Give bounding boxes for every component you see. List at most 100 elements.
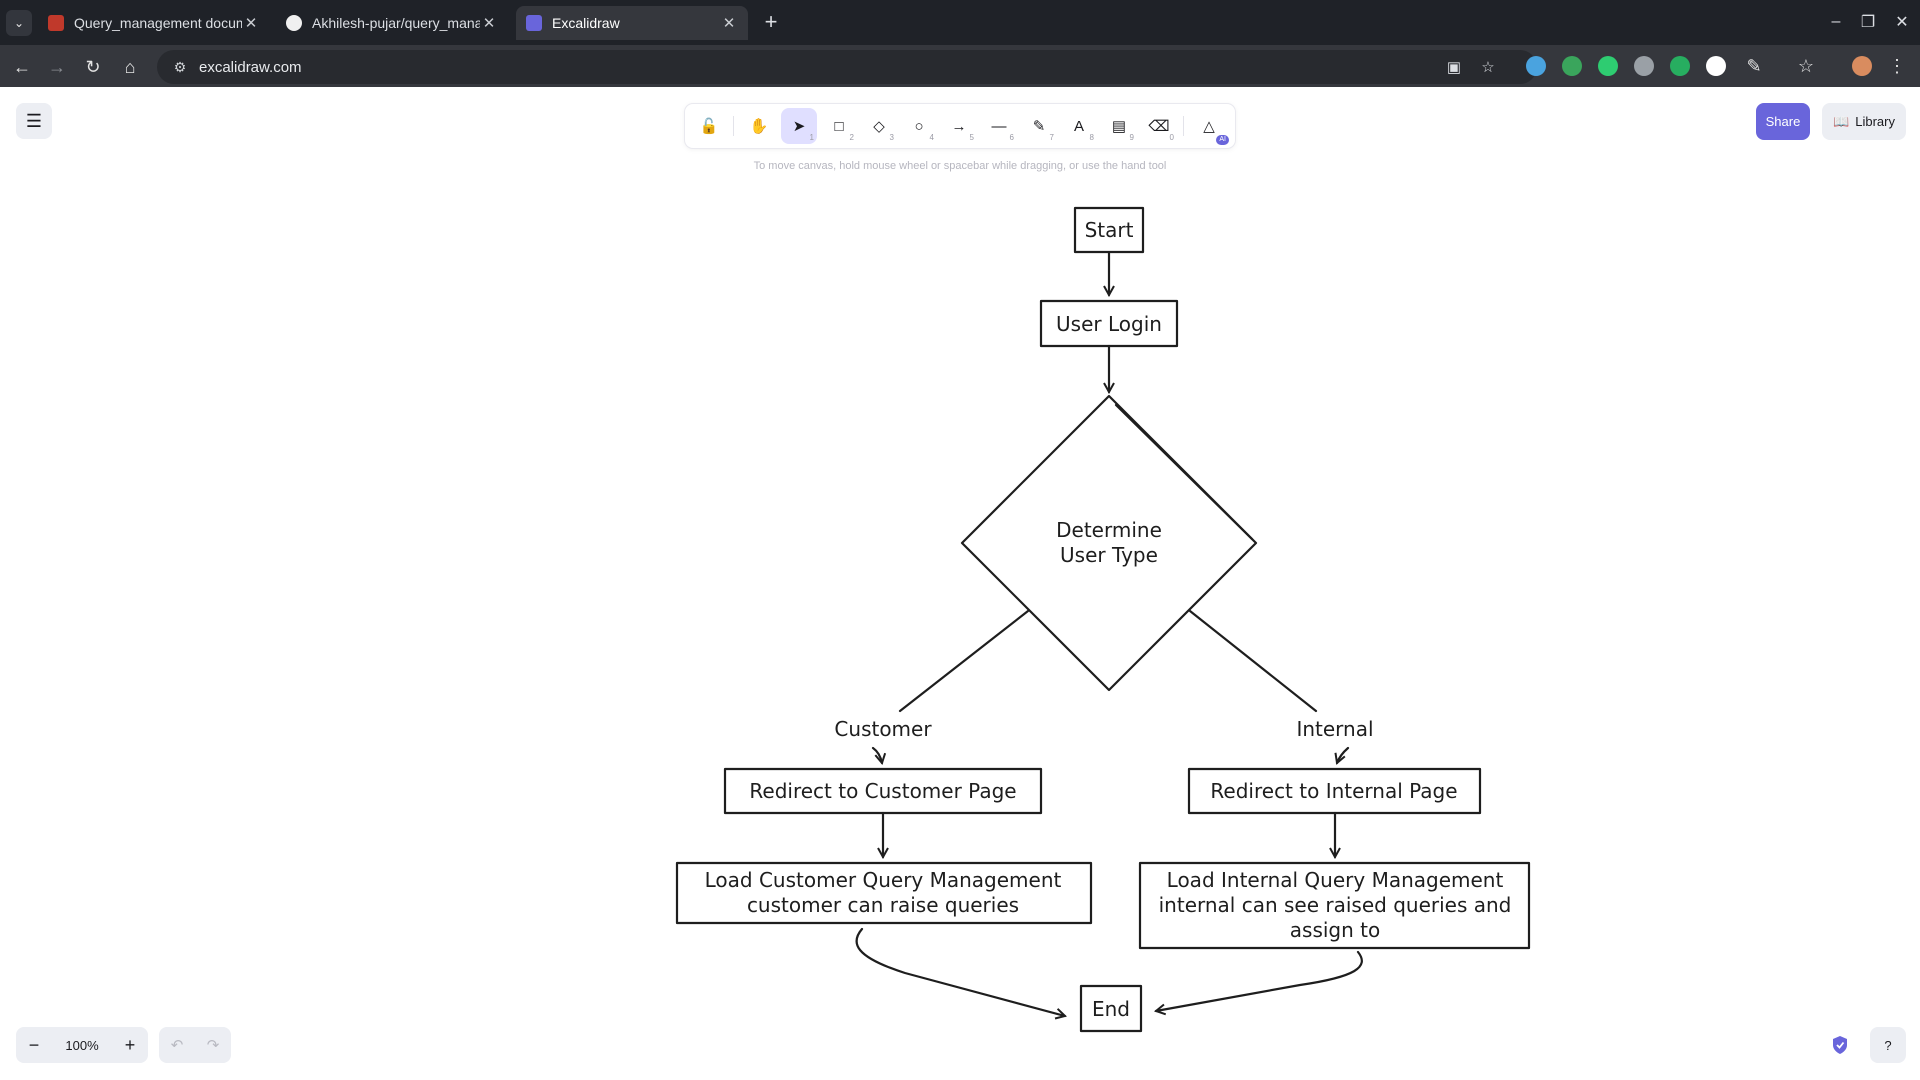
excalidraw-app: Start User Login Determine User Type Cus… [0,87,1920,1080]
tab-title: Query_management docume [74,15,242,31]
hand-tool-icon[interactable]: ✋ [749,118,769,135]
toolbar-divider [1183,116,1184,136]
privacy-extension-icon[interactable] [1634,56,1654,76]
forward-icon[interactable]: → [48,56,66,77]
toolbar-divider [733,116,734,136]
load-internal-line3: assign to [1290,918,1380,942]
redirect-internal-label: Redirect to Internal Page [1210,779,1457,803]
shortcut-key: 0 [1169,133,1174,142]
arrow-customer-redirect[interactable] [871,746,882,763]
tab-search-icon[interactable]: ⌄ [6,10,32,36]
canvas-hint: To move canvas, hold mouse wheel or spac… [753,160,1167,172]
decision-sketch-edge [1114,403,1254,541]
book-icon: 📖 [1833,113,1850,129]
selection-tool-icon[interactable]: ➤1 [781,108,817,144]
back-icon[interactable]: ← [13,56,31,77]
bookmark-star-icon[interactable]: ☆ [1481,59,1495,76]
install-app-icon[interactable]: ▣ [1446,59,1462,76]
address-bar-row: ← → ↻ ⌂ ⚙ excalidraw.com ▣ ☆ ✎ ☆ ⋮ [0,45,1920,87]
tab-query-docs[interactable]: Query_management docume ✕ [38,6,270,40]
new-tab-button[interactable]: + [764,9,778,34]
omnibox[interactable]: ⚙ excalidraw.com ▣ ☆ [157,50,1537,84]
more-tools-icon[interactable]: △AI [1191,108,1229,145]
load-customer-line2: customer can raise queries [747,893,1019,917]
branch-line-internal[interactable] [1188,609,1318,713]
excalidraw-icon [526,15,542,31]
main-menu-button[interactable]: ☰ [16,103,52,139]
drawing-canvas[interactable]: Start User Login Determine User Type Cus… [0,87,1920,1080]
restore-icon[interactable]: ❐ [1860,14,1876,31]
branch-line-customer[interactable] [898,609,1030,713]
avatar[interactable] [1852,56,1872,76]
zoom-controls: − 100% + [16,1027,148,1063]
eraser-tool-icon[interactable]: ⌫0 [1148,118,1174,142]
ai-badge: AI [1216,135,1229,145]
redirect-customer-label: Redirect to Customer Page [749,779,1016,803]
react-devtools-icon[interactable] [1526,56,1546,76]
library-label: Library [1855,114,1895,129]
extensions-puzzle-icon[interactable]: ✎ [1746,55,1762,76]
home-icon[interactable]: ⌂ [124,56,136,77]
close-icon[interactable]: ✕ [722,15,736,32]
shortcut-key: 7 [1049,133,1054,142]
rectangle-tool-icon[interactable]: □2 [834,117,854,143]
history-controls: ↶ ↷ [159,1027,231,1063]
shortcut-key: 5 [969,133,974,142]
tab-excalidraw[interactable]: Excalidraw ✕ [516,6,748,40]
close-icon[interactable]: ✕ [244,15,258,32]
zoom-out-button[interactable]: − [28,1034,40,1055]
pencil-tool-icon[interactable]: ✎7 [1032,118,1054,142]
shield-extension-icon[interactable] [1598,56,1618,76]
undo-button[interactable]: ↶ [170,1037,184,1054]
redo-button[interactable]: ↷ [206,1037,220,1054]
shortcut-key: 9 [1129,133,1134,142]
eye-extension-icon[interactable] [1670,56,1690,76]
github-icon [286,15,302,31]
start-label: Start [1085,218,1134,242]
decision-label-line1: Determine [1056,518,1162,542]
tab-title: Excalidraw [552,15,620,31]
site-info-icon[interactable]: ⚙ [173,58,187,75]
shortcut-key: 4 [929,133,934,142]
minimize-icon[interactable]: – [1831,13,1841,30]
extension-icon[interactable] [1562,56,1582,76]
close-icon[interactable]: ✕ [482,15,496,32]
arrow-internal-redirect[interactable] [1337,746,1350,763]
diamond-tool-icon[interactable]: ◇3 [873,118,894,142]
internal-branch-label: Internal [1296,717,1373,741]
arrow-tool-icon[interactable]: →5 [951,117,975,143]
encryption-shield-icon[interactable] [1826,1031,1854,1059]
shortcut-key: 2 [849,133,854,142]
share-button[interactable]: Share [1756,103,1810,140]
zoom-in-button[interactable]: + [124,1034,136,1055]
arrow-customer-end[interactable] [855,927,1065,1016]
zoom-level[interactable]: 100% [65,1037,99,1053]
decision-label-line2: User Type [1060,543,1158,567]
load-customer-node[interactable] [675,861,1093,925]
line-tool-icon[interactable]: —6 [991,117,1015,143]
lock-tool-icon[interactable]: 🔓 [699,118,719,135]
load-internal-line2: internal can see raised queries and [1159,893,1512,917]
image-tool-icon[interactable]: ▤9 [1111,118,1134,142]
close-window-icon[interactable]: ✕ [1895,14,1909,31]
load-internal-node[interactable] [1138,861,1531,950]
browser-tab-bar: ⌄ Query_management docume ✕ Akhilesh-puj… [0,0,1920,45]
load-internal-line1: Load Internal Query Management [1167,868,1504,892]
login-label: User Login [1056,312,1162,336]
end-node[interactable] [1079,984,1143,1033]
help-button[interactable]: ? [1870,1027,1906,1063]
load-customer-line1: Load Customer Query Management [705,868,1062,892]
bookmarks-icon[interactable]: ☆ [1797,55,1815,76]
chrome-menu-icon[interactable]: ⋮ [1888,55,1906,76]
arrow-internal-end[interactable] [1156,950,1363,1011]
reload-icon[interactable]: ↻ [85,56,101,77]
library-button[interactable]: 📖 Library [1822,103,1906,140]
tab-github[interactable]: Akhilesh-pujar/query_manag ✕ [276,6,508,40]
profile-extension-icon[interactable] [1706,56,1726,76]
ellipse-tool-icon[interactable]: ○4 [914,117,934,143]
customer-branch-label: Customer [834,717,932,741]
shortcut-key: 1 [809,133,814,142]
url-text[interactable]: excalidraw.com [199,58,302,76]
tab-title: Akhilesh-pujar/query_manag [312,15,480,31]
